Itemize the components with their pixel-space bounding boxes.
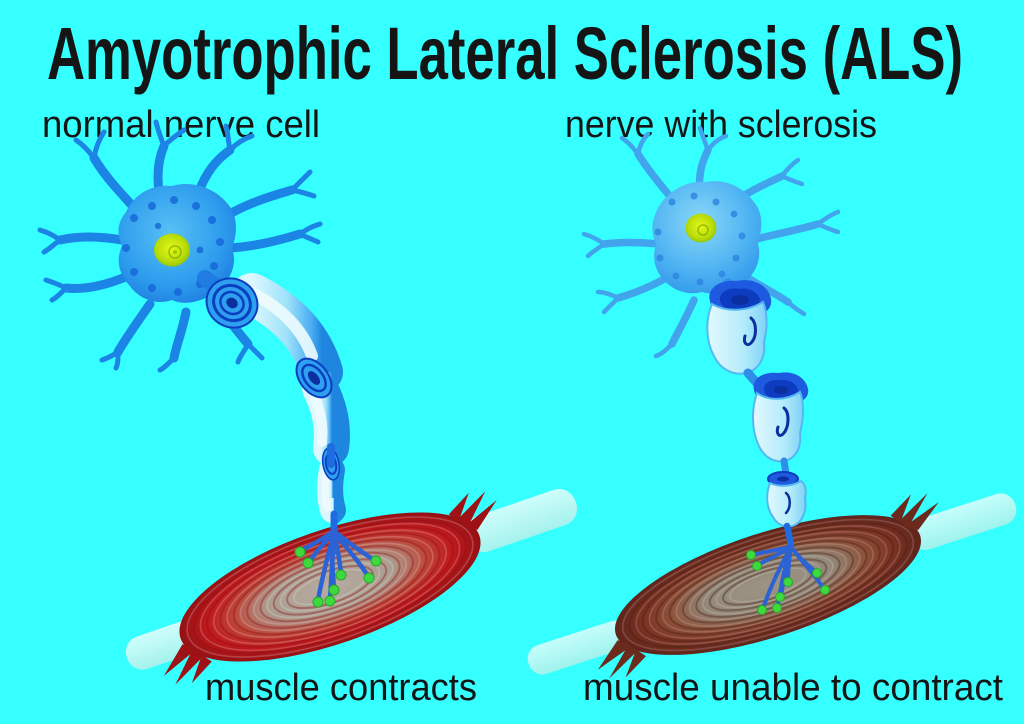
normal-nerve-panel bbox=[37, 119, 578, 685]
axon-hillock-rings bbox=[205, 277, 259, 329]
sclerosis-scar-mark bbox=[784, 491, 791, 515]
tendon-right bbox=[465, 488, 578, 553]
right-panel-caption: muscle unable to contract bbox=[583, 667, 1003, 709]
left-panel-label: normal nerve cell bbox=[42, 104, 320, 146]
muscle-fiber-tip-left bbox=[597, 640, 647, 679]
sclerotic-segment-3 bbox=[766, 471, 807, 528]
soma-spots bbox=[654, 192, 746, 286]
axon-terminal bbox=[783, 522, 795, 551]
dendrites bbox=[37, 119, 323, 373]
muscle-body-atrophied bbox=[614, 515, 922, 655]
nucleus bbox=[685, 213, 717, 243]
sclerosis-neuron bbox=[581, 125, 841, 615]
sclerosis-nerve-panel bbox=[527, 125, 1017, 679]
sclerosis-scar-mark bbox=[743, 316, 757, 347]
left-panel-caption: muscle contracts bbox=[205, 667, 477, 709]
muscle-fiber-tip-right bbox=[890, 493, 939, 530]
nerve-endings bbox=[746, 550, 830, 615]
nucleus bbox=[154, 233, 190, 267]
sclerosis-scar-mark bbox=[775, 406, 790, 437]
tendon-left bbox=[527, 620, 630, 675]
sclerotic-segment-2 bbox=[752, 372, 809, 481]
nerve-endings bbox=[294, 546, 382, 608]
sclerotic-segment-1 bbox=[706, 280, 772, 393]
muscle-fiber-tip-right bbox=[448, 491, 497, 530]
node-of-ranvier-ring-1 bbox=[295, 357, 333, 399]
tendon-right bbox=[909, 493, 1017, 550]
muscle-fiber-tip-left bbox=[163, 644, 212, 685]
diagram-title: Amyotrophic Lateral Sclerosis (ALS) bbox=[47, 12, 963, 95]
soma-spots bbox=[122, 196, 224, 296]
normal-neuron bbox=[37, 119, 382, 608]
sclerotic-body bbox=[766, 479, 807, 528]
